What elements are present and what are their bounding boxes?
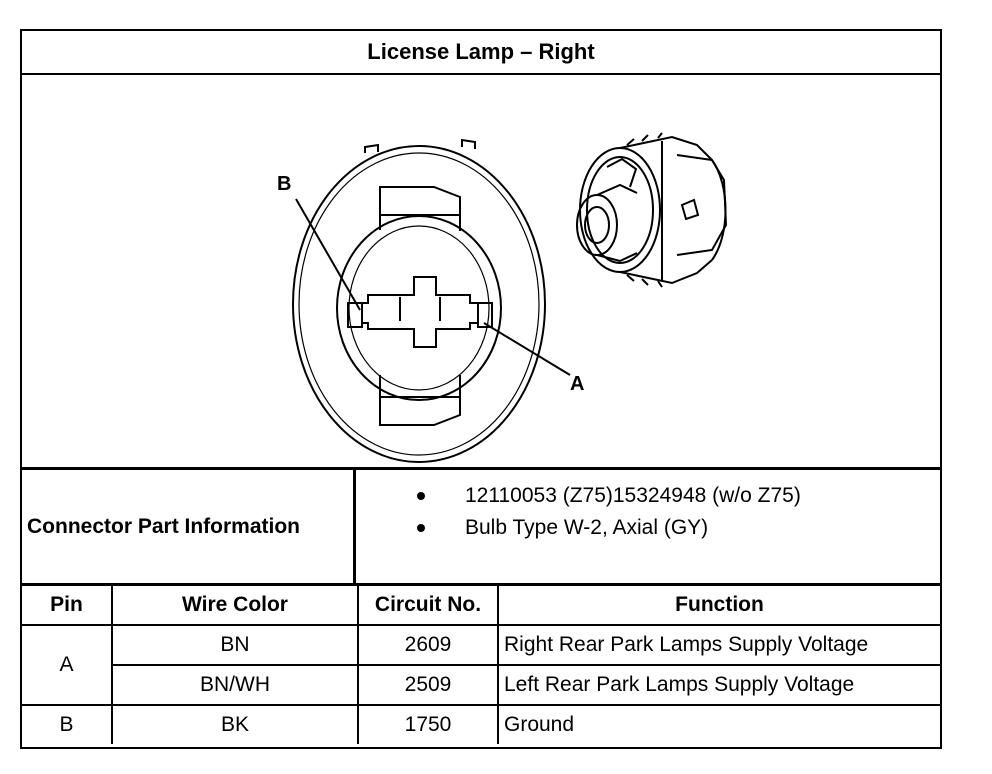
function-cell: Left Rear Park Lamps Supply Voltage	[497, 664, 940, 706]
table-row: BN/WH 2509 Left Rear Park Lamps Supply V…	[22, 664, 940, 706]
callout-a-leader	[483, 322, 571, 376]
connector-part-info: Connector Part Information 12110053 (Z75…	[22, 470, 940, 586]
bulb-type-text: Bulb Type W-2, Axial (GY)	[465, 516, 709, 539]
terminal-a	[477, 302, 493, 328]
pin-cell: B	[22, 704, 113, 744]
circuit-number-cell: 2509	[357, 664, 499, 706]
pin-table: Pin Wire Color Circuit No. Function A BN…	[22, 586, 940, 744]
pin-cell: A	[22, 624, 113, 706]
circuit-number-cell: 1750	[357, 704, 499, 744]
bullet-icon	[417, 524, 425, 532]
circuit-number-header: Circuit No.	[357, 586, 499, 626]
bulb-socket-sketch	[576, 132, 728, 288]
callout-label-a: A	[570, 373, 585, 395]
part-number-text: 12110053 (Z75)15324948 (w/o Z75)	[465, 484, 801, 507]
connector-part-info-label: Connector Part Information	[22, 470, 356, 583]
connector-sheet: License Lamp – Right	[20, 29, 942, 749]
connector-outer-ring	[292, 145, 546, 463]
list-item: Bulb Type W-2, Axial (GY)	[359, 512, 939, 544]
function-cell: Right Rear Park Lamps Supply Voltage	[497, 624, 940, 666]
table-row: B BK 1750 Ground	[22, 704, 940, 744]
callout-label-b: B	[277, 173, 292, 195]
table-row: A BN 2609 Right Rear Park Lamps Supply V…	[22, 624, 940, 706]
wire-color-cell: BN/WH	[112, 664, 359, 706]
connector-illustration: B A	[22, 75, 940, 470]
callout-b-leader	[295, 198, 361, 311]
connector-part-info-list: 12110053 (Z75)15324948 (w/o Z75) Bulb Ty…	[359, 470, 939, 583]
circuit-number-cell: 2609	[357, 624, 499, 666]
pin-header: Pin	[22, 586, 113, 626]
connector-face-diagram	[292, 132, 728, 463]
list-item: 12110053 (Z75)15324948 (w/o Z75)	[359, 480, 939, 512]
wire-color-header: Wire Color	[111, 586, 359, 626]
table-header-row: Pin Wire Color Circuit No. Function	[22, 586, 940, 626]
function-cell: Ground	[497, 704, 940, 744]
page-title: License Lamp – Right	[22, 31, 940, 75]
function-header: Function	[497, 586, 940, 626]
bullet-icon	[417, 492, 425, 500]
bulb-keyway	[361, 276, 479, 348]
wire-color-cell: BK	[111, 704, 359, 744]
wire-color-cell: BN	[111, 624, 359, 666]
